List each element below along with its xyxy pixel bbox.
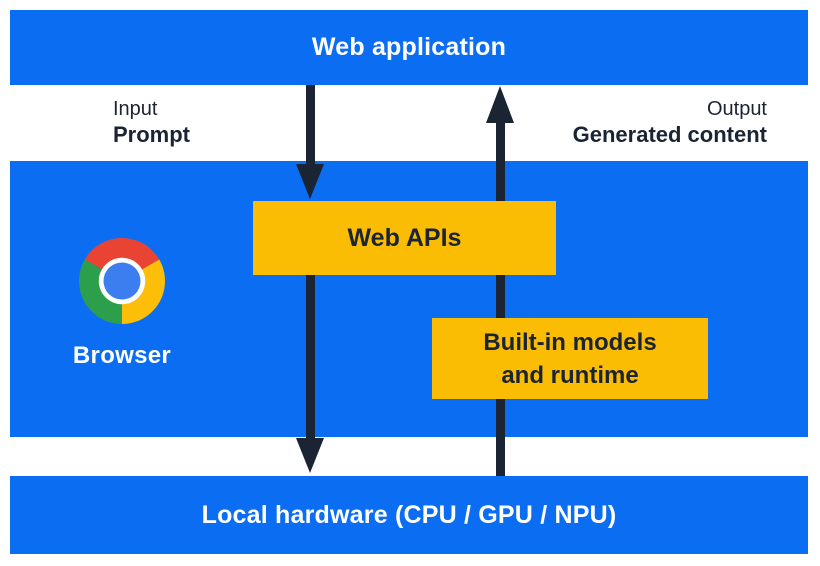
builtin-models-box: Built-in models and runtime xyxy=(432,318,708,399)
web-application-bar: Web application xyxy=(10,10,808,85)
up-arrow-line xyxy=(496,123,505,476)
down-arrow-line-upper xyxy=(306,85,315,164)
down-arrow-head-upper xyxy=(296,164,324,199)
builtin-models-label-line2: and runtime xyxy=(501,361,639,389)
up-arrow-head xyxy=(486,86,514,123)
input-title: Input xyxy=(113,98,158,120)
local-hardware-bar: Local hardware (CPU / GPU / NPU) xyxy=(10,476,808,554)
output-value: Generated content xyxy=(572,122,767,147)
browser-label: Browser xyxy=(72,342,172,369)
web-apis-label: Web APIs xyxy=(347,223,462,252)
down-arrow-line-lower xyxy=(306,275,315,438)
down-arrow-head-lower xyxy=(296,438,324,473)
web-apis-box: Web APIs xyxy=(253,201,556,275)
web-application-label: Web application xyxy=(311,33,507,61)
input-label-block: Input Prompt xyxy=(113,99,190,146)
local-hardware-label: Local hardware (CPU / GPU / NPU) xyxy=(201,500,617,529)
chrome-icon-svg xyxy=(79,238,165,324)
output-label-block: Output Generated content xyxy=(573,99,767,146)
input-value: Prompt xyxy=(113,122,190,147)
chrome-browser-icon xyxy=(79,238,165,324)
output-title: Output xyxy=(706,98,767,120)
builtin-models-label-line1: Built-in models xyxy=(483,328,657,356)
